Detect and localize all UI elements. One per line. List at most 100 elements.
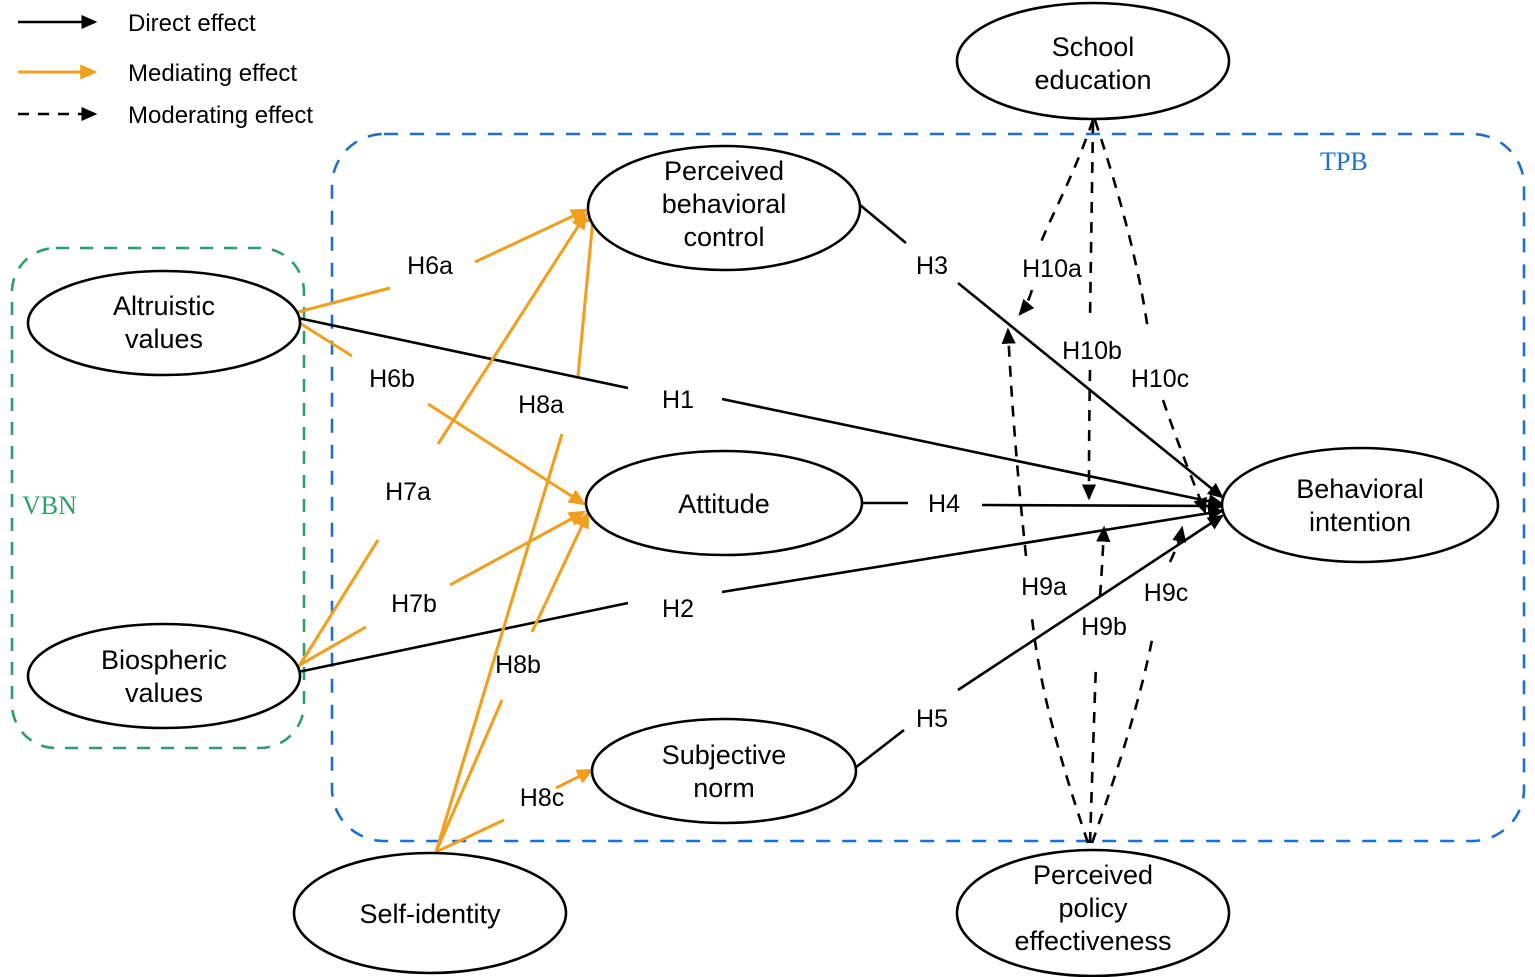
hypothesis-label-H3: H3: [916, 252, 948, 280]
link-H9a-seg2: [1001, 327, 1028, 557]
link-H1-seg1: [297, 316, 629, 390]
link-H5: H5: [854, 514, 1225, 770]
link-H7a: H7a: [296, 211, 588, 669]
link-H7b-seg1: [297, 625, 367, 668]
frame-tpb: TPB: [330, 132, 1526, 843]
node-altruistic-values-shape[interactable]: [26, 269, 302, 377]
node-school-education-line-1: School: [1052, 32, 1135, 62]
link-H3-seg2: [957, 281, 1224, 499]
node-ppe-shape[interactable]: [955, 848, 1231, 977]
node-self-identity[interactable]: Self-identity: [292, 851, 568, 975]
link-H4-seg2: [981, 498, 1225, 514]
vbn-boundary: [10, 246, 306, 750]
link-H10c-seg2: [1161, 399, 1207, 515]
node-subjective-norm-line-2: norm: [693, 773, 755, 803]
node-biospheric-values-shape[interactable]: [26, 622, 302, 730]
link-H2-seg2: [721, 506, 1225, 594]
node-altruistic-values-line-1: Altruistic: [113, 291, 215, 321]
link-H3-seg1: [859, 203, 907, 245]
legend-item-direct: Direct effect: [18, 10, 256, 37]
link-H8c: H8c: [435, 768, 595, 854]
node-school-education-line-2: education: [1034, 65, 1151, 95]
hypothesis-label-H8a: H8a: [518, 391, 564, 419]
node-school-education-shape[interactable]: [955, 1, 1231, 121]
node-attitude-shape[interactable]: [584, 449, 864, 557]
node-biospheric-values[interactable]: Biospheric values: [26, 622, 302, 730]
legend-item-moderating: Moderating effect: [18, 102, 313, 129]
link-H10c-seg1: [1093, 119, 1150, 331]
node-biospheric-values-line-2: values: [125, 678, 203, 708]
hypothesis-label-H9a: H9a: [1021, 573, 1067, 601]
node-self-identity-line-1: Self-identity: [359, 899, 501, 929]
node-perceived-behavioral-control-shape[interactable]: [586, 144, 862, 272]
hypothesis-label-H6b: H6b: [369, 365, 415, 393]
link-H8c-seg2: [555, 768, 595, 790]
hypothesis-label-H7a: H7a: [385, 478, 431, 506]
link-H9c: H9c: [1090, 525, 1188, 844]
link-H10a-seg1: [1038, 119, 1095, 246]
link-H9b-seg2: [1096, 525, 1111, 597]
node-subjective-norm-shape[interactable]: [590, 717, 858, 825]
hypothesis-label-H10a: H10a: [1022, 255, 1082, 283]
node-ppe-line-2: policy: [1058, 893, 1128, 923]
node-behavioral-intention-line-1: Behavioral: [1296, 474, 1424, 504]
node-perceived-behavioral-control[interactable]: Perceived behavioral control: [586, 144, 862, 272]
node-self-identity-shape[interactable]: [292, 851, 568, 975]
link-H5-seg1: [854, 728, 905, 770]
link-H2-seg1: [297, 601, 629, 674]
link-H9a-seg1: [1030, 617, 1090, 844]
link-H8c-seg1: [435, 818, 505, 854]
link-H8b-seg2: [530, 510, 590, 633]
link-H3: H3: [859, 203, 1224, 499]
link-H6a-seg2: [474, 208, 589, 264]
node-subjective-norm[interactable]: Subjective norm: [590, 717, 858, 825]
hypothesis-label-H7b: H7b: [391, 590, 437, 618]
node-attitude[interactable]: Attitude: [584, 449, 864, 557]
node-perceived-policy-effectiveness[interactable]: Perceived policy effectiveness: [955, 848, 1231, 977]
link-H5-seg2: [957, 514, 1225, 692]
node-altruistic-values-line-2: values: [125, 324, 203, 354]
node-behavioral-intention[interactable]: Behavioral intention: [1220, 446, 1500, 564]
link-H1: H1: [297, 316, 1225, 509]
legend-label-direct: Direct effect: [128, 10, 256, 37]
hypothesis-label-H10b: H10b: [1062, 337, 1122, 365]
link-H1-seg2: [721, 397, 1225, 509]
tpb-label: TPB: [1320, 147, 1368, 176]
hypothesis-label-H5: H5: [916, 705, 948, 733]
node-attitude-line-1: Attitude: [678, 489, 770, 519]
node-biospheric-values-line-1: Biospheric: [101, 645, 227, 675]
node-pbc-line-3: control: [683, 222, 764, 252]
hypothesis-label-H2: H2: [662, 595, 694, 623]
node-ppe-line-1: Perceived: [1033, 860, 1153, 890]
link-H7a-seg1: [296, 539, 380, 669]
frame-vbn: VBN: [10, 246, 306, 750]
link-H8b: H8b: [434, 510, 590, 853]
legend: Direct effect Mediating effect Moderatin…: [18, 10, 313, 129]
link-H9c-seg2: [1168, 525, 1187, 563]
link-H7a-seg2: [436, 211, 588, 445]
hypothesis-label-H8b: H8b: [495, 651, 541, 679]
node-ppe-line-3: effectiveness: [1014, 926, 1171, 956]
legend-label-mediating: Mediating effect: [128, 60, 297, 87]
node-behavioral-intention-shape[interactable]: [1220, 446, 1500, 564]
node-altruistic-values[interactable]: Altruistic values: [26, 269, 302, 377]
node-subjective-norm-line-1: Subjective: [662, 740, 787, 770]
link-H10b: H10b: [1062, 121, 1122, 501]
link-H9a: H9a: [1001, 327, 1090, 844]
hypothesis-label-H10c: H10c: [1131, 365, 1189, 393]
vbn-label: VBN: [22, 491, 77, 520]
hypothesis-label-H8c: H8c: [520, 784, 564, 812]
node-school-education[interactable]: School education: [955, 1, 1231, 121]
tpb-boundary: [330, 132, 1526, 843]
link-H10a: H10a: [1018, 119, 1095, 316]
link-H7b: H7b: [297, 510, 587, 668]
link-H9b: H9b: [1081, 525, 1127, 844]
link-H6b-seg1: [297, 320, 353, 358]
link-H6a: H6a: [297, 208, 589, 314]
link-H9b-seg1: [1088, 663, 1098, 844]
link-H8a: H8a: [434, 205, 601, 853]
link-H7b-seg2: [449, 510, 587, 587]
link-H8b-seg1: [434, 699, 504, 853]
link-H10c: H10c: [1093, 119, 1207, 515]
